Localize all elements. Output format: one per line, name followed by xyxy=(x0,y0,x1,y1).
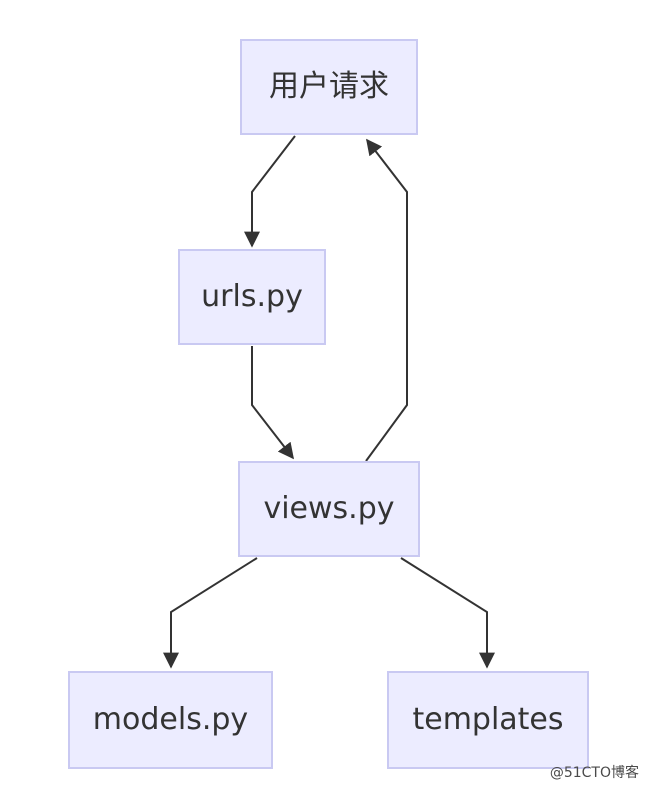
node-models-py: models.py xyxy=(68,671,273,769)
node-templates-label: templates xyxy=(412,702,564,737)
edge-views-to-models xyxy=(163,557,258,669)
node-user-request: 用户请求 xyxy=(240,39,418,135)
watermark: @51CTO博客 xyxy=(549,765,639,781)
node-models-py-label: models.py xyxy=(92,702,249,737)
edge-views-to-templates xyxy=(400,557,495,669)
node-user-request-label: 用户请求 xyxy=(269,69,389,104)
edge-request-to-urls xyxy=(244,135,296,248)
edge-views-to-request xyxy=(365,138,408,462)
node-views-py: views.py xyxy=(238,461,420,557)
node-templates: templates xyxy=(387,671,589,769)
node-urls-py: urls.py xyxy=(178,249,326,345)
edge-urls-to-views xyxy=(251,346,294,460)
node-urls-py-label: urls.py xyxy=(201,279,303,314)
node-views-py-label: views.py xyxy=(263,491,395,526)
